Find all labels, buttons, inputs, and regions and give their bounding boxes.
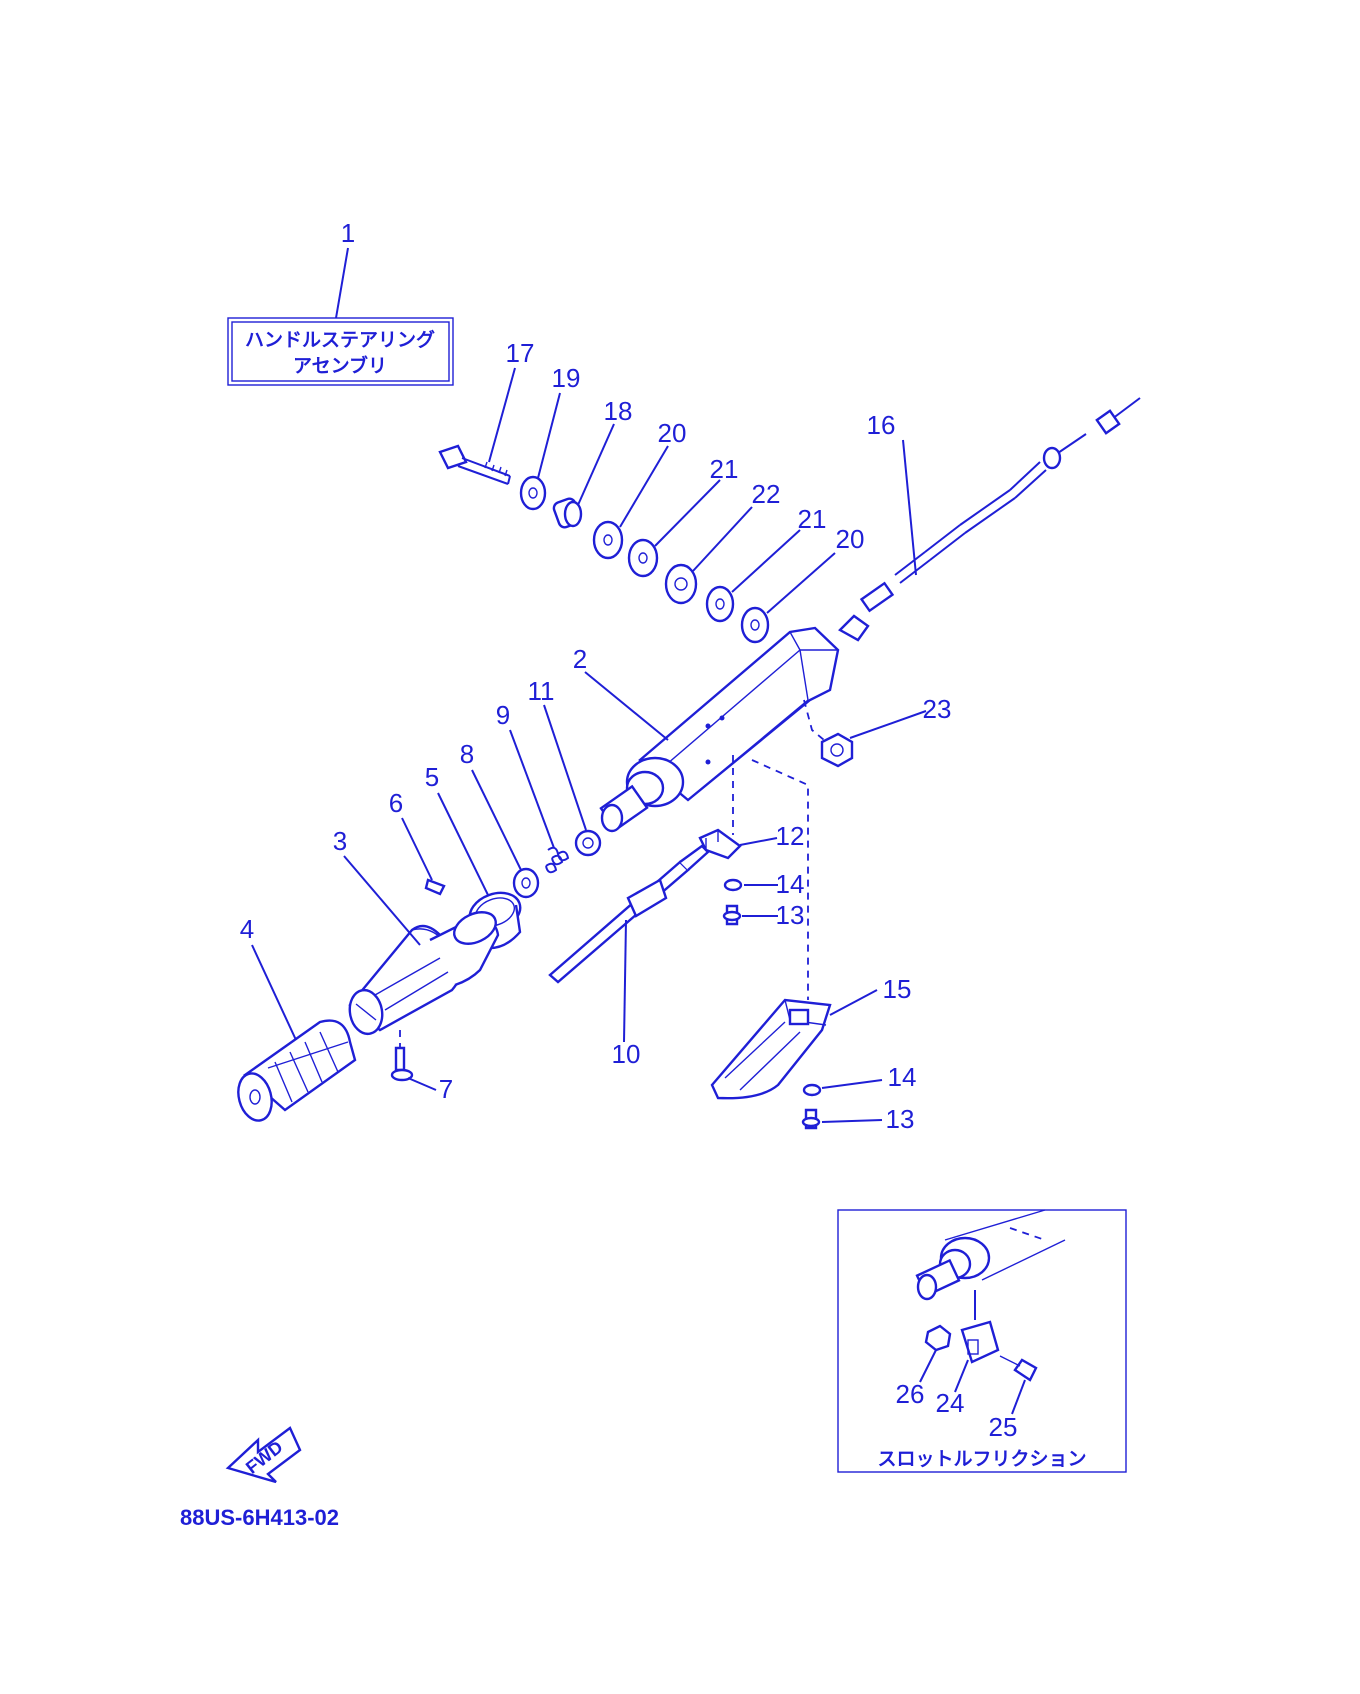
callout-14b: 14	[888, 1062, 917, 1092]
inset-box: スロットルフリクション	[837, 1209, 1127, 1473]
callout-7: 7	[439, 1074, 453, 1104]
callout-14a: 14	[776, 869, 805, 899]
fwd-arrow-icon: FWD	[225, 1426, 302, 1484]
callout-23: 23	[923, 694, 952, 724]
part-19-washer	[519, 392, 561, 511]
part-14-washer-b	[802, 1079, 883, 1097]
callout-21a: 21	[710, 454, 739, 484]
part-8-washer	[471, 769, 540, 899]
callout-15: 15	[883, 974, 912, 1004]
callout-1: 1	[341, 218, 355, 248]
part-15-bracket	[710, 759, 878, 1100]
part-17-bolt	[438, 367, 516, 485]
callout-11: 11	[528, 676, 555, 706]
diagram-code: 88US-6H413-02	[180, 1505, 339, 1530]
callout-25: 25	[989, 1412, 1018, 1442]
part-14-washer-a	[723, 878, 778, 892]
part-13-screw-b	[801, 1108, 883, 1130]
callout-4: 4	[240, 914, 254, 944]
callout-24: 24	[936, 1388, 965, 1418]
part-4-grip	[237, 944, 357, 1122]
callout-26: 26	[896, 1379, 925, 1409]
callout-13b: 13	[886, 1104, 915, 1134]
part-20-washer-b	[740, 552, 836, 644]
title-box: ハンドルステアリング アセンブリ	[227, 247, 454, 386]
part-13-screw-a	[722, 904, 778, 926]
callout-18: 18	[604, 396, 633, 426]
part-21-washer-a	[627, 479, 721, 578]
part-20-washer-a	[592, 445, 669, 560]
part-11	[543, 704, 602, 857]
callout-12: 12	[776, 821, 805, 851]
part-3-throttle-shaft	[343, 855, 500, 1036]
callout-20b: 20	[836, 524, 865, 554]
callout-2: 2	[573, 644, 587, 674]
part-16-cable	[838, 397, 1141, 642]
leader-1	[335, 247, 349, 319]
part-23-nut	[803, 699, 927, 768]
part-21-washer-b	[705, 529, 801, 623]
leader-25	[1011, 1379, 1026, 1415]
callout-21b: 21	[798, 504, 827, 534]
callout-22: 22	[752, 479, 781, 509]
part-7-screw	[390, 1030, 437, 1091]
callout-20a: 20	[658, 418, 687, 448]
title-line-2: アセンブリ	[293, 354, 387, 377]
callout-9: 9	[496, 700, 510, 730]
callout-3: 3	[333, 826, 347, 856]
part-22-disc	[664, 506, 753, 605]
callout-16: 16	[867, 410, 896, 440]
callout-10: 10	[612, 1039, 641, 1069]
callout-19: 19	[552, 363, 581, 393]
part-6-pin	[401, 817, 446, 896]
leader-26	[919, 1349, 937, 1383]
callout-5: 5	[425, 762, 439, 792]
part-2-tiller-arm	[584, 626, 840, 833]
leader-24	[954, 1359, 969, 1393]
callout-13a: 13	[776, 900, 805, 930]
part-18-collar	[552, 423, 615, 529]
callout-6: 6	[389, 788, 403, 818]
part-9-spring	[509, 729, 570, 874]
part-12-clip	[698, 755, 778, 860]
title-line-1: ハンドルステアリング	[245, 328, 435, 351]
callout-17: 17	[506, 338, 535, 368]
inset-caption: スロットルフリクション	[877, 1448, 1086, 1470]
part-10-rod	[548, 844, 710, 1043]
callout-8: 8	[460, 739, 474, 769]
